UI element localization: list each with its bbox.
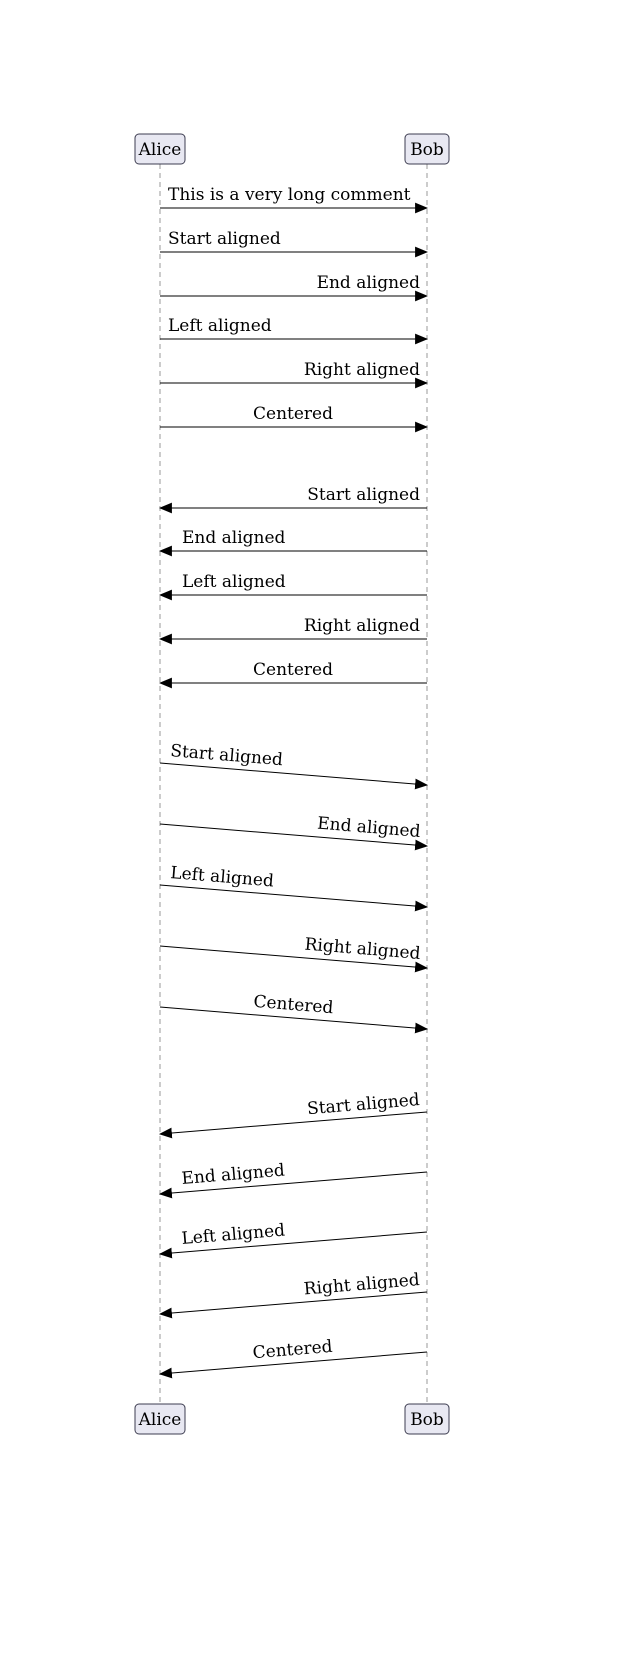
actor-box (134, 133, 186, 165)
message-8: Left aligned (158, 572, 427, 601)
actor-label: Bob (410, 1410, 444, 1430)
message-arrow (158, 1231, 428, 1259)
message-arrow (158, 1111, 428, 1139)
message-6: Start aligned (158, 485, 427, 514)
message-10: Centered (158, 660, 427, 689)
message-label: Start aligned (306, 1090, 420, 1119)
message-arrow (159, 884, 429, 912)
message-arrow (158, 1291, 428, 1319)
actor-label: Bob (410, 140, 444, 160)
message-label: This is a very long comment (168, 185, 411, 205)
message-label: Right aligned (304, 360, 420, 380)
actor-top-alice: Alice (134, 133, 186, 165)
message-arrow (159, 945, 429, 973)
message-arrow (158, 1171, 428, 1199)
message-5: Centered (160, 404, 429, 433)
actor-bottom-alice: Alice (134, 1403, 186, 1435)
message-11: Start aligned (159, 741, 429, 790)
message-label: Centered (253, 992, 334, 1018)
message-7: End aligned (158, 528, 427, 557)
message-arrow (158, 1351, 428, 1379)
actor-box (134, 1403, 186, 1435)
actor-box (404, 133, 450, 165)
message-9: Right aligned (158, 616, 427, 645)
message-17: End aligned (158, 1161, 428, 1199)
message-4: Right aligned (160, 360, 429, 389)
message-15: Centered (159, 992, 429, 1034)
message-label: Start aligned (170, 741, 284, 770)
message-label: Right aligned (303, 1270, 420, 1299)
message-arrow (159, 823, 429, 851)
message-arrow (159, 1006, 429, 1034)
message-1: Start aligned (160, 229, 429, 258)
message-label: Right aligned (304, 616, 420, 636)
message-label: Start aligned (168, 229, 281, 249)
actor-bottom-bob: Bob (404, 1403, 450, 1435)
actor-box (404, 1403, 450, 1435)
actor-label: Alice (138, 1410, 182, 1430)
actor-top-bob: Bob (404, 133, 450, 165)
message-2: End aligned (160, 273, 429, 302)
message-13: Left aligned (159, 863, 429, 912)
message-label: Centered (253, 660, 333, 680)
message-18: Left aligned (158, 1221, 428, 1259)
actor-label: Alice (138, 140, 182, 160)
message-arrow (159, 762, 429, 790)
message-label: End aligned (317, 273, 421, 293)
message-0: This is a very long comment (160, 185, 429, 214)
message-12: End aligned (159, 814, 429, 851)
message-label: Centered (253, 404, 333, 424)
message-19: Right aligned (158, 1270, 428, 1319)
message-label: Start aligned (307, 485, 420, 505)
message-label: Left aligned (182, 572, 286, 592)
message-16: Start aligned (158, 1090, 428, 1139)
message-label: Left aligned (168, 316, 272, 336)
message-label: Centered (252, 1337, 333, 1363)
message-label: End aligned (182, 528, 286, 548)
message-3: Left aligned (160, 316, 429, 345)
message-20: Centered (158, 1337, 428, 1379)
message-14: Right aligned (159, 935, 429, 973)
